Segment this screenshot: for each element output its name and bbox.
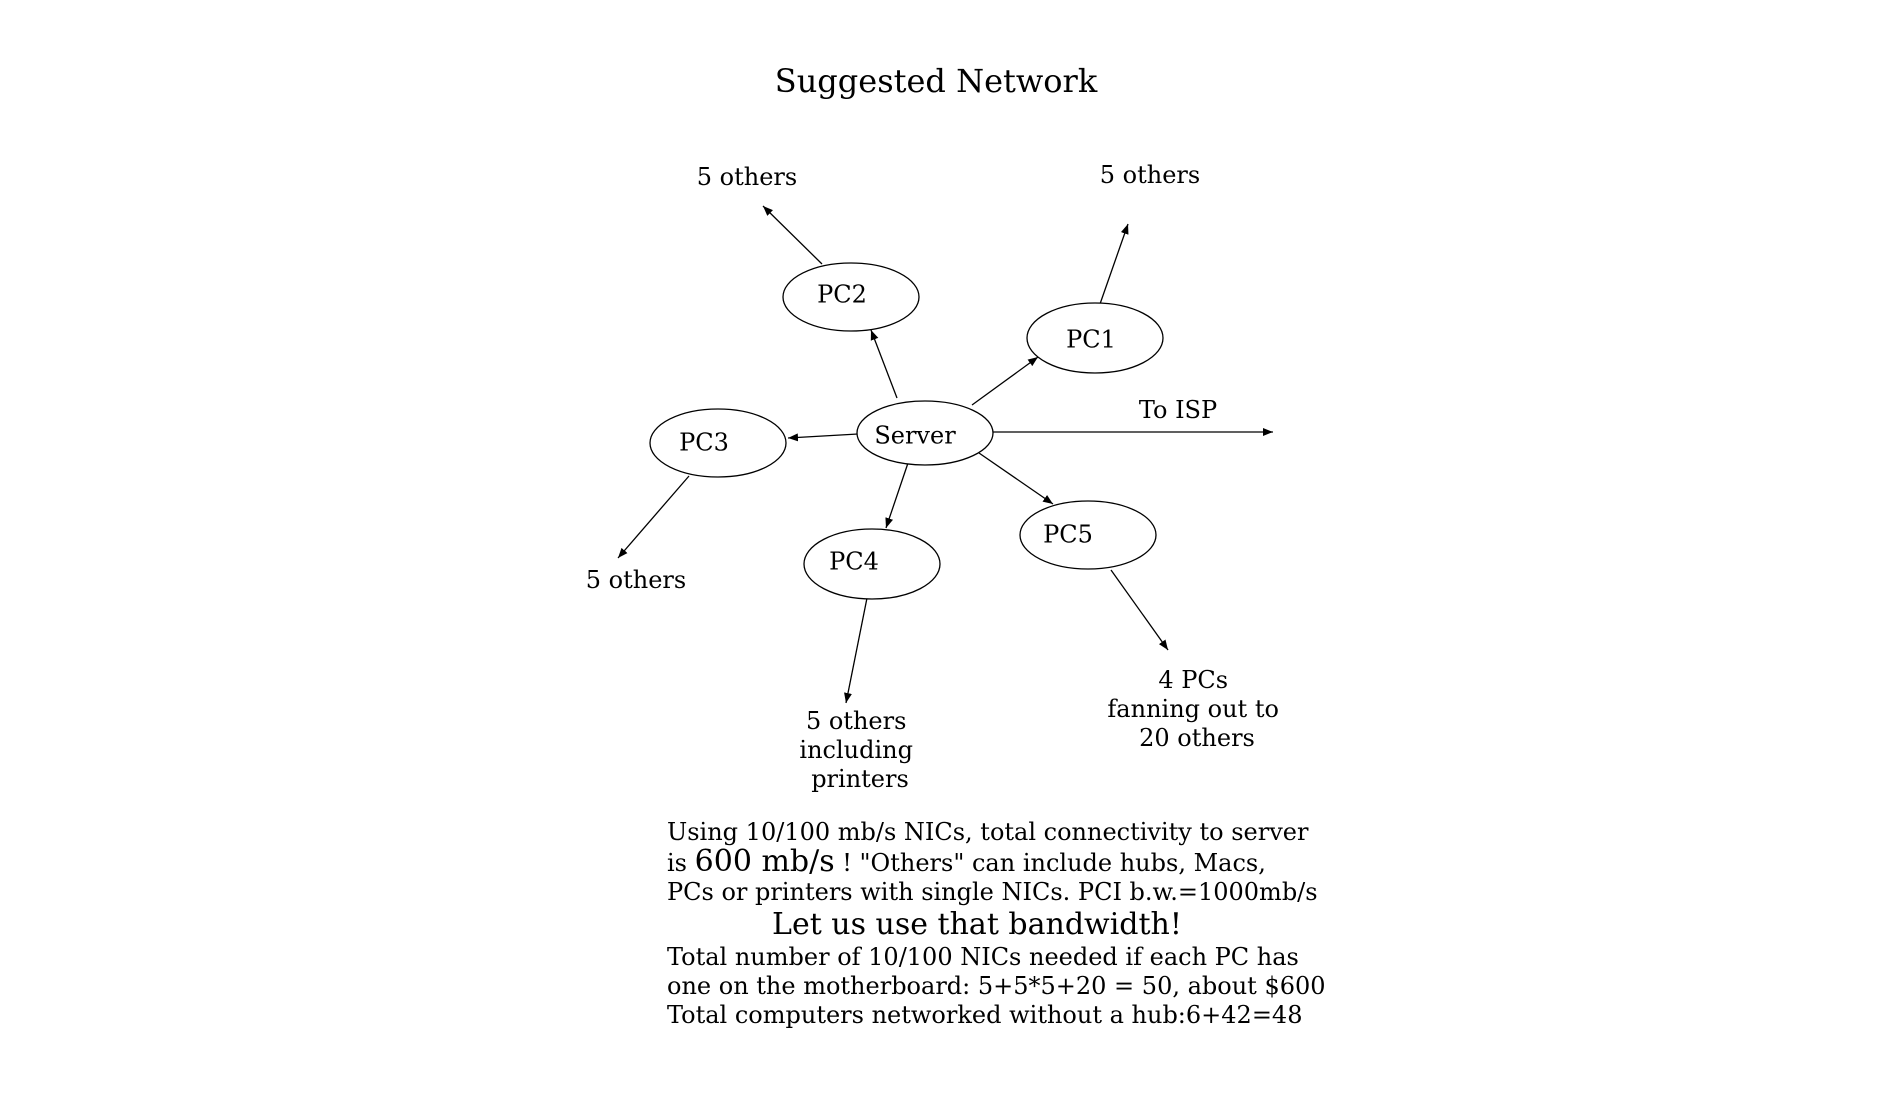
label-pc4-line3: printers <box>811 765 909 793</box>
label-pc3-others: 5 others <box>586 566 686 594</box>
label-pc2-others: 5 others <box>697 163 797 191</box>
edge-pc3-others <box>617 475 690 559</box>
label-pc4-line2: including <box>799 736 913 764</box>
node-pc3-label: PC3 <box>679 429 729 457</box>
notes-line-3: PCs or printers with single NICs. PCI b.… <box>667 878 1318 906</box>
notes-line-2-post: ! "Others" can include hubs, Macs, <box>842 849 1266 877</box>
node-pc1: PC1 <box>1026 302 1164 374</box>
edge-server-pc2 <box>870 329 898 399</box>
node-pc1-label: PC1 <box>1066 326 1116 354</box>
label-to-isp: To ISP <box>1139 396 1217 424</box>
notes-line-2: is 600 mb/s ! "Others" can include hubs,… <box>667 847 1287 878</box>
node-server-label: Server <box>874 422 956 450</box>
node-pc2-label: PC2 <box>817 281 867 309</box>
notes-line-1: Using 10/100 mb/s NICs, total connectivi… <box>667 818 1309 846</box>
edge-pc1-others <box>1099 223 1129 305</box>
label-pc4-others: 5 others including printers <box>799 707 920 793</box>
node-pc2: PC2 <box>782 262 920 332</box>
bandwidth-figure: 600 mb/s <box>694 844 835 879</box>
node-pc3: PC3 <box>649 408 787 478</box>
edge-server-pc3 <box>787 433 859 442</box>
label-pc5-line3: 20 others <box>1139 724 1255 752</box>
diagram-title: Suggested Network <box>775 62 1098 100</box>
edge-pc5-others <box>1110 569 1169 651</box>
notes-line-2-pre: is <box>667 849 687 877</box>
notes-line-7: Total computers networked without a hub:… <box>667 1001 1303 1029</box>
label-pc1-others: 5 others <box>1100 161 1200 189</box>
node-pc4: PC4 <box>803 528 941 600</box>
node-pc4-label: PC4 <box>829 548 879 576</box>
label-pc5-line1: 4 PCs <box>1158 666 1228 694</box>
node-pc5-label: PC5 <box>1043 521 1093 549</box>
edge-pc2-others <box>762 205 823 265</box>
notes-headline: Let us use that bandwidth! <box>772 907 1182 942</box>
node-pc5: PC5 <box>1019 500 1157 570</box>
notes-line-5: Total number of 10/100 NICs needed if ea… <box>667 943 1299 971</box>
edge-server-pc4 <box>885 462 909 529</box>
label-pc5-line2: fanning out to <box>1107 695 1279 723</box>
label-pc4-line1: 5 others <box>806 707 906 735</box>
notes-line-6: one on the motherboard: 5+5*5+20 = 50, a… <box>667 972 1326 1000</box>
notes-block: Using 10/100 mb/s NICs, total connectivi… <box>667 818 1326 1030</box>
edge-server-pc1 <box>971 356 1039 406</box>
label-pc5-others: 4 PCs fanning out to 20 others <box>1107 666 1286 752</box>
edge-pc4-others <box>844 597 868 704</box>
node-server: Server <box>856 400 994 466</box>
edge-server-pc5 <box>978 452 1054 505</box>
